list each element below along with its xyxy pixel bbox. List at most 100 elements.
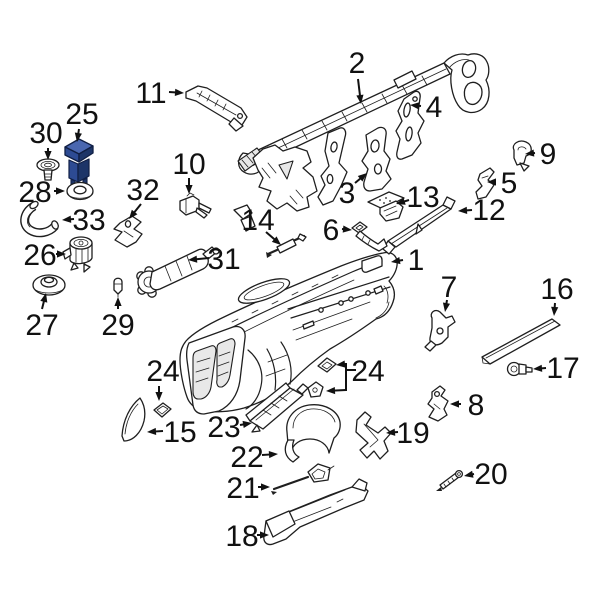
callout-30[interactable]: 30 [29, 117, 63, 160]
callout-24[interactable]: 24 [146, 355, 180, 401]
callout-5[interactable]: 5 [487, 167, 517, 200]
callout-arrowhead-icon [40, 293, 48, 303]
callout-6[interactable]: 6 [323, 214, 352, 247]
part-9-clip[interactable] [512, 140, 532, 172]
part-5-bracket[interactable] [475, 167, 495, 200]
part-27-grommet-disc[interactable] [32, 274, 66, 296]
part-28-washer[interactable] [66, 181, 94, 201]
part-16-trim-strip[interactable] [481, 318, 561, 365]
callout-23[interactable]: 23 [207, 411, 252, 444]
callout-12[interactable]: 12 [458, 194, 506, 227]
callout-27[interactable]: 27 [25, 293, 59, 342]
callout-arrowhead-icon [129, 209, 138, 219]
callout-label: 29 [101, 309, 134, 342]
part-3-bracket[interactable] [361, 126, 392, 192]
part-8-bracket[interactable] [427, 385, 449, 422]
callout-label: 24 [351, 355, 384, 388]
part-30-grommet-pin[interactable] [36, 158, 60, 181]
callout-arrowhead-icon [261, 483, 270, 491]
callout-31[interactable]: 31 [188, 243, 241, 276]
callout-2[interactable]: 2 [349, 47, 366, 104]
callout-arrow-line [132, 203, 142, 215]
part-17-fastener[interactable] [506, 361, 533, 377]
callout-arrowhead-icon [260, 531, 269, 539]
callout-arrowhead-icon [57, 250, 66, 258]
callout-15[interactable]: 15 [147, 416, 197, 449]
callout-17[interactable]: 17 [533, 352, 580, 385]
part-33-hose[interactable] [20, 200, 60, 238]
callout-arrow-line [332, 389, 347, 392]
callout-32[interactable]: 32 [126, 174, 160, 219]
callout-arrowhead-icon [342, 225, 352, 233]
part-26-canister[interactable] [62, 236, 93, 273]
part-23-bracket[interactable] [245, 382, 309, 433]
part-24-clips-right[interactable] [307, 357, 337, 398]
callout-7[interactable]: 7 [441, 271, 458, 312]
callout-arrowhead-icon [410, 102, 420, 110]
callout-13[interactable]: 13 [396, 181, 440, 214]
part-32-bracket[interactable] [113, 215, 143, 248]
callout-label: 10 [172, 148, 205, 181]
callout-22[interactable]: 22 [230, 441, 278, 474]
callout-11[interactable]: 11 [135, 77, 184, 110]
callout-label: 1 [408, 244, 425, 277]
part-10-sensor-bracket[interactable] [179, 192, 212, 219]
callout-21[interactable]: 21 [226, 472, 270, 505]
callout-24-b[interactable]: 24 [326, 355, 385, 395]
callout-label: 21 [226, 472, 259, 505]
part-15-end-cap[interactable] [121, 397, 146, 442]
callout-arrowhead-icon [114, 297, 122, 306]
callout-29[interactable]: 29 [101, 297, 135, 342]
part-20-screw[interactable] [436, 469, 464, 491]
callout-label: 11 [135, 77, 166, 110]
callout-label: 3 [339, 177, 356, 210]
part-22-trim[interactable] [284, 404, 341, 463]
callout-19[interactable]: 19 [386, 417, 430, 450]
part-25-highlighted-clip[interactable] [64, 138, 94, 188]
part-4-bracket[interactable] [395, 90, 425, 160]
callout-arrowhead-icon [396, 197, 406, 205]
callout-label: 27 [25, 309, 58, 342]
part-18-lower-panel[interactable] [263, 478, 369, 546]
callout-25[interactable]: 25 [65, 98, 99, 142]
clip-cap-side [78, 145, 94, 163]
part-14-strut[interactable] [266, 233, 307, 258]
callout-33[interactable]: 33 [62, 204, 106, 237]
part-21-rod[interactable] [271, 463, 335, 495]
callout-1[interactable]: 1 [391, 244, 424, 277]
callout-arrowhead-icon [147, 427, 157, 436]
callout-label: 26 [23, 239, 56, 272]
part-19-bracket[interactable] [355, 411, 392, 460]
callout-label: 9 [540, 138, 557, 171]
part-2-crossmember[interactable] [255, 53, 490, 164]
callout-arrowhead-icon [268, 450, 278, 459]
callout-label: 8 [468, 389, 485, 422]
callout-14[interactable]: 14 [241, 204, 281, 245]
callout-3[interactable]: 3 [339, 173, 367, 210]
part-13-plate[interactable] [367, 191, 405, 222]
callout-arrowhead-icon [450, 400, 459, 408]
part-29-clip[interactable] [113, 277, 123, 298]
callout-20[interactable]: 20 [464, 458, 508, 491]
callout-label: 25 [65, 98, 98, 131]
part-6-clip-arm[interactable] [351, 221, 388, 252]
callout-9[interactable]: 9 [525, 138, 556, 171]
part-24-clip-left[interactable] [153, 402, 172, 418]
callout-arrow-line [194, 257, 210, 261]
part-1-instrument-panel[interactable] [179, 251, 398, 415]
callout-label: 16 [540, 273, 573, 306]
callout-arrow-line [357, 78, 362, 98]
callout-8[interactable]: 8 [450, 389, 484, 422]
callout-16[interactable]: 16 [540, 273, 574, 316]
callout-4[interactable]: 4 [410, 91, 442, 124]
callout-arrowhead-icon [174, 88, 184, 96]
part-11-brace[interactable] [185, 85, 248, 132]
callout-26[interactable]: 26 [23, 239, 66, 272]
callout-10[interactable]: 10 [172, 148, 206, 194]
callout-label: 12 [472, 194, 505, 227]
callout-arrowhead-icon [326, 386, 336, 395]
part-7-bracket[interactable] [424, 309, 456, 352]
callout-label: 32 [126, 174, 159, 207]
callout-28[interactable]: 28 [18, 176, 65, 209]
callout-18[interactable]: 18 [225, 520, 269, 553]
